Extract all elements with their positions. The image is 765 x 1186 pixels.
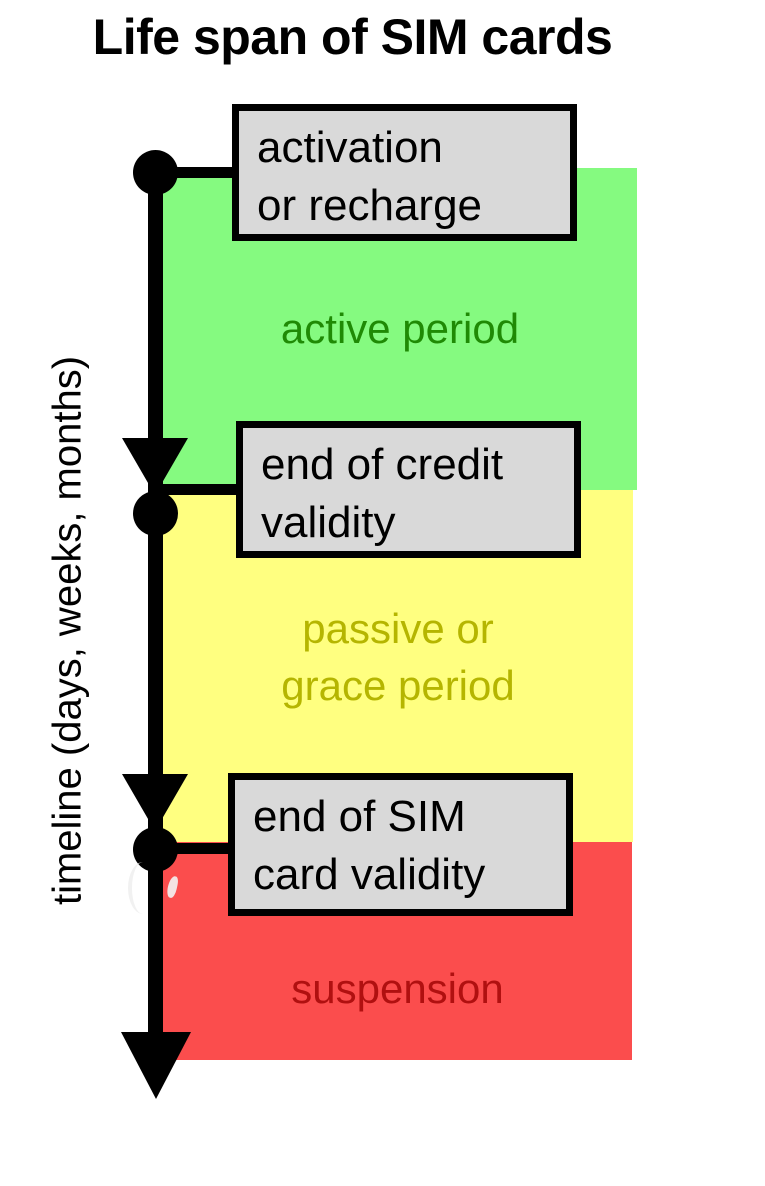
phase-label-suspension: suspension — [291, 965, 504, 1012]
connector-end-of-credit — [152, 484, 242, 495]
timeline-arrowhead-end — [121, 1032, 191, 1099]
phase-label-passive: passive or grace period — [281, 605, 515, 709]
phase-label-active: active period — [280, 305, 520, 352]
timeline-axis-label: timeline (days, weeks, months) — [45, 355, 90, 906]
scan-artifact-arc — [128, 862, 158, 914]
page-title: Life span of SIM cards — [92, 9, 613, 65]
timeline-arrowhead-passive-end — [122, 774, 188, 831]
event-callout-end-of-credit: end of credit validity — [236, 421, 581, 558]
event-callout-end-of-sim: end of SIM card validity — [228, 773, 573, 916]
event-callout-activation: activation or recharge — [232, 104, 577, 241]
connector-activation — [152, 167, 238, 178]
connector-end-of-sim — [152, 843, 238, 854]
event-marker-end-of-credit — [133, 491, 178, 536]
event-marker-activation — [133, 150, 178, 195]
